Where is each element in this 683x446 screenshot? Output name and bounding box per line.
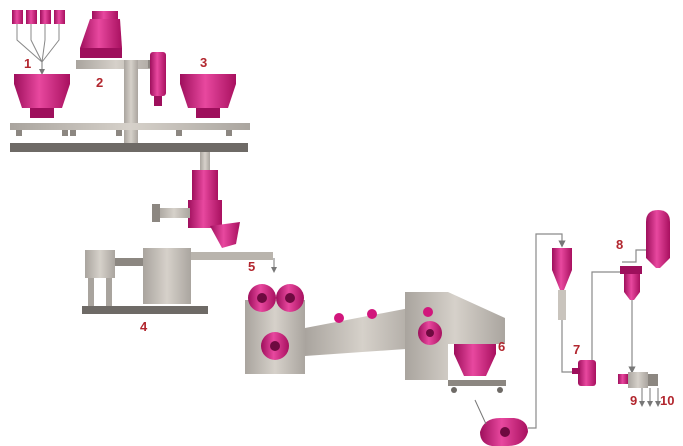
small-feeder-1 [12,10,23,24]
small-feeder-4 [54,10,65,24]
feed-chute [152,152,240,248]
step-label-4: 4 [140,320,147,333]
hopper-3 [180,74,236,118]
step-label-7: 7 [573,343,580,356]
discharge-unit [618,372,658,404]
step-label-6: 6 [498,340,505,353]
blower [475,400,528,446]
conveying-pipelines [528,234,646,428]
cyclone-separator-1 [552,248,572,320]
small-feeder-3 [40,10,51,24]
step-label-9: 9 [630,394,637,407]
step-label-5: 5 [248,260,255,273]
product-silo [620,210,670,300]
step-label-3: 3 [200,56,207,69]
hopper-1 [14,74,70,118]
hopper-2 [80,11,122,58]
step-label-10: 10 [660,394,674,407]
step-label-8: 8 [616,238,623,251]
dosing-screw [150,52,166,96]
step-label-2: 2 [96,76,103,89]
roller-unit [245,284,420,374]
small-feeder-group [12,10,65,72]
main-beam [10,143,248,152]
small-feeder-2 [26,10,37,24]
step-label-1: 1 [24,57,31,70]
cyclone-separator-2 [572,360,596,386]
